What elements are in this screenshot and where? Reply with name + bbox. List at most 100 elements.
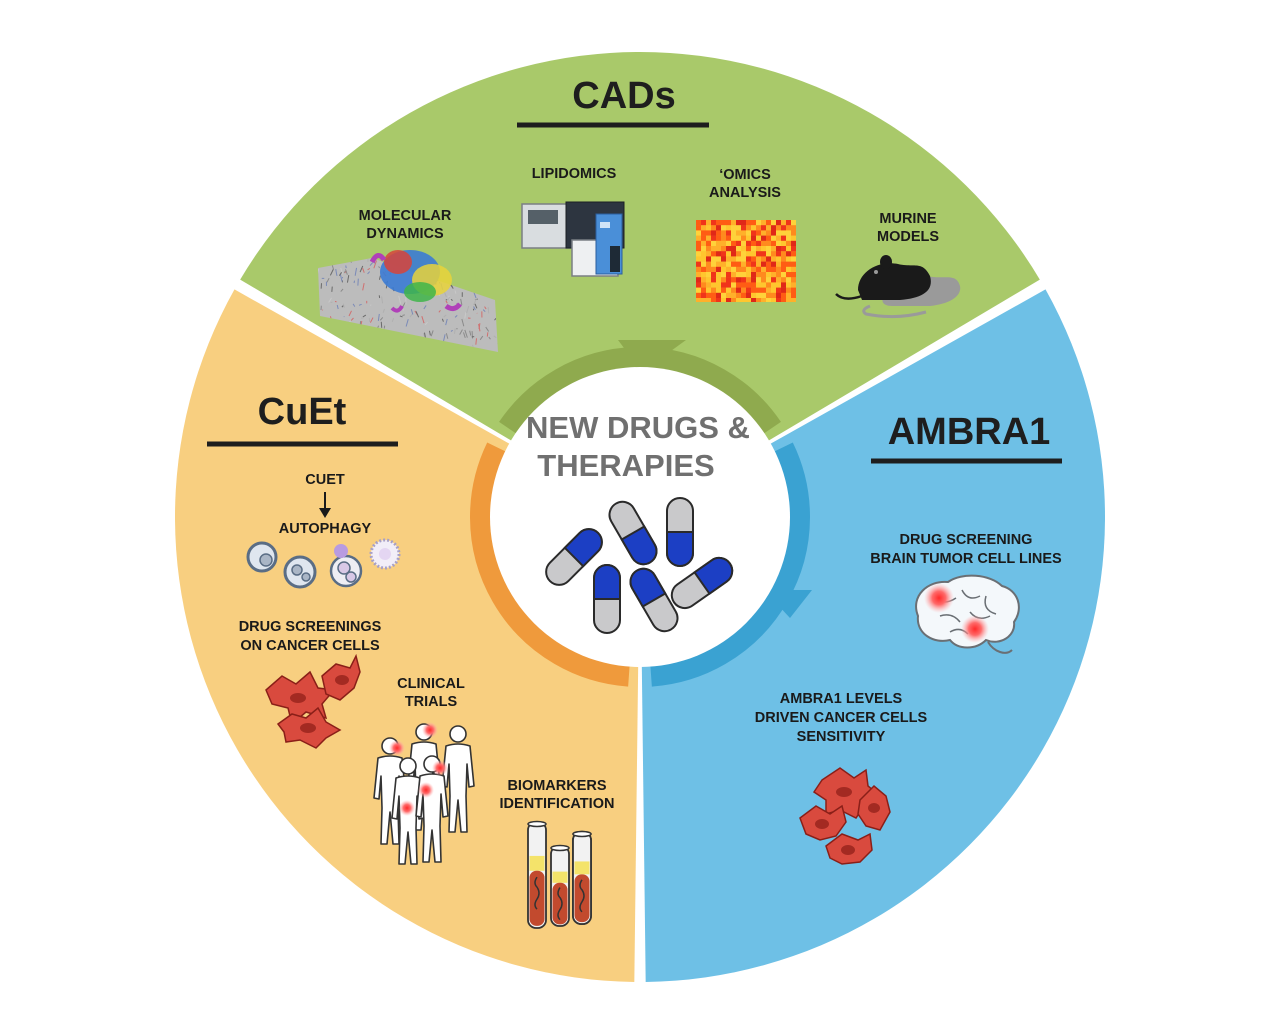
membrane-lipid-strand — [340, 267, 344, 275]
heatmap-cell — [716, 266, 722, 273]
membrane-lipid-strand — [464, 312, 467, 319]
heatmap-cell — [791, 287, 796, 293]
membrane-lipid-strand — [358, 303, 362, 306]
heatmap-cell — [736, 261, 742, 267]
heatmap-cell — [751, 246, 757, 252]
heatmap-cell — [781, 230, 787, 236]
membrane-lipid-strand — [482, 309, 486, 313]
heatmap-cell — [716, 298, 722, 302]
heatmap-cell — [746, 225, 752, 231]
membrane-lipid-strand — [367, 271, 371, 275]
heatmap-cell — [731, 298, 737, 302]
drug-screenings-label-1: DRUG SCREENINGS — [239, 619, 382, 635]
heatmap-cell — [761, 292, 767, 299]
heatmap-cell — [766, 277, 772, 283]
heatmap-cell — [706, 220, 712, 226]
heatmap-cell — [731, 230, 737, 236]
cads-title: CADs — [572, 75, 675, 117]
heatmap-cell — [746, 282, 752, 288]
membrane-lipid-strand — [459, 329, 463, 335]
heatmap-cell — [786, 240, 792, 247]
heatmap-cell — [791, 282, 796, 288]
heatmap-cell — [776, 272, 782, 278]
heatmap-cell — [701, 261, 707, 267]
membrane-lipid-strand — [367, 267, 371, 271]
heatmap-cell — [731, 287, 737, 293]
heatmap-cell — [776, 277, 782, 283]
heatmap-cell — [781, 246, 787, 252]
heatmap-cell — [761, 287, 767, 293]
blood-tube-icon — [527, 820, 547, 929]
autophagy-label: AUTOPHAGY — [279, 521, 372, 537]
heatmap-cell — [731, 225, 737, 231]
heatmap-cell — [756, 225, 762, 231]
membrane-lipid-strand — [450, 298, 453, 301]
capsule-icon-group — [545, 497, 734, 634]
heatmap-cell — [701, 266, 707, 273]
heatmap-cell — [696, 251, 702, 257]
membrane-lipid-strand — [334, 300, 337, 303]
heatmap-cell — [781, 277, 787, 283]
membrane-lipid-strand — [382, 308, 385, 314]
heatmap-cell — [706, 298, 712, 302]
heatmap-cell — [746, 266, 752, 273]
drug-screening-label-1: DRUG SCREENING — [900, 532, 1033, 548]
heatmap-cell — [781, 292, 787, 299]
membrane-lipid-strand — [340, 343, 344, 349]
heatmap-cell — [721, 251, 727, 257]
heatmap-cell — [776, 246, 782, 252]
membrane-lipid-strand — [336, 304, 339, 310]
heatmap-cell — [736, 266, 742, 273]
heatmap-cell — [766, 235, 772, 241]
heatmap-cell — [746, 256, 752, 262]
mass-spectrometer-icon — [521, 201, 625, 277]
membrane-lipid-strand — [399, 315, 403, 318]
heatmap-cell — [771, 246, 777, 252]
membrane-lipid-strand — [438, 310, 441, 313]
heatmap-cell — [736, 230, 742, 236]
heatmap-cell — [756, 298, 762, 302]
heatmap-cell — [716, 225, 722, 231]
membrane-lipid-strand — [335, 269, 338, 276]
heatmap-cell — [756, 282, 762, 288]
heatmap-cell — [771, 266, 777, 273]
heatmap-cell — [771, 277, 777, 283]
heatmap-cell — [711, 225, 717, 231]
heatmap-cell — [776, 292, 782, 299]
heatmap-cell — [706, 272, 712, 278]
heatmap-cell — [726, 220, 732, 226]
heatmap-cell — [776, 256, 782, 262]
heatmap-cell — [741, 230, 747, 236]
heatmap-cell — [721, 266, 727, 273]
heatmap-cell — [791, 256, 796, 262]
heatmap-cell — [776, 225, 782, 231]
heatmap-cell — [781, 256, 787, 262]
heatmap-cell — [761, 277, 767, 283]
membrane-lipid-strand — [454, 328, 456, 334]
membrane-lipid-strand — [409, 313, 413, 318]
heatmap-cell — [726, 282, 732, 288]
heatmap-cell — [756, 246, 762, 252]
heatmap-cell — [761, 220, 767, 226]
membrane-lipid-strand — [341, 305, 344, 308]
heatmap-cell — [746, 246, 752, 252]
heatmap-cell — [771, 251, 777, 257]
membrane-lipid-strand — [479, 335, 484, 341]
heatmap-cell — [766, 230, 772, 236]
heatmap-cell — [751, 235, 757, 241]
membrane-lipid-strand — [318, 268, 320, 274]
cancer-cells-icon — [265, 653, 361, 749]
heatmap-cell — [751, 266, 757, 273]
heatmap-cell — [696, 235, 702, 241]
membrane-lipid-strand — [369, 317, 374, 323]
heatmap-cell — [731, 251, 737, 257]
heatmap-cell — [746, 220, 752, 226]
tumor-spot — [399, 800, 415, 816]
heatmap-cell — [741, 251, 747, 257]
heatmap-cell — [736, 251, 742, 257]
heatmap-cell — [716, 272, 722, 278]
membrane-lipid-strand — [379, 317, 384, 321]
heatmap-cell — [736, 277, 742, 283]
lipidomics-label: LIPIDOMICS — [532, 166, 617, 182]
cuet-label: CUET — [305, 472, 345, 488]
